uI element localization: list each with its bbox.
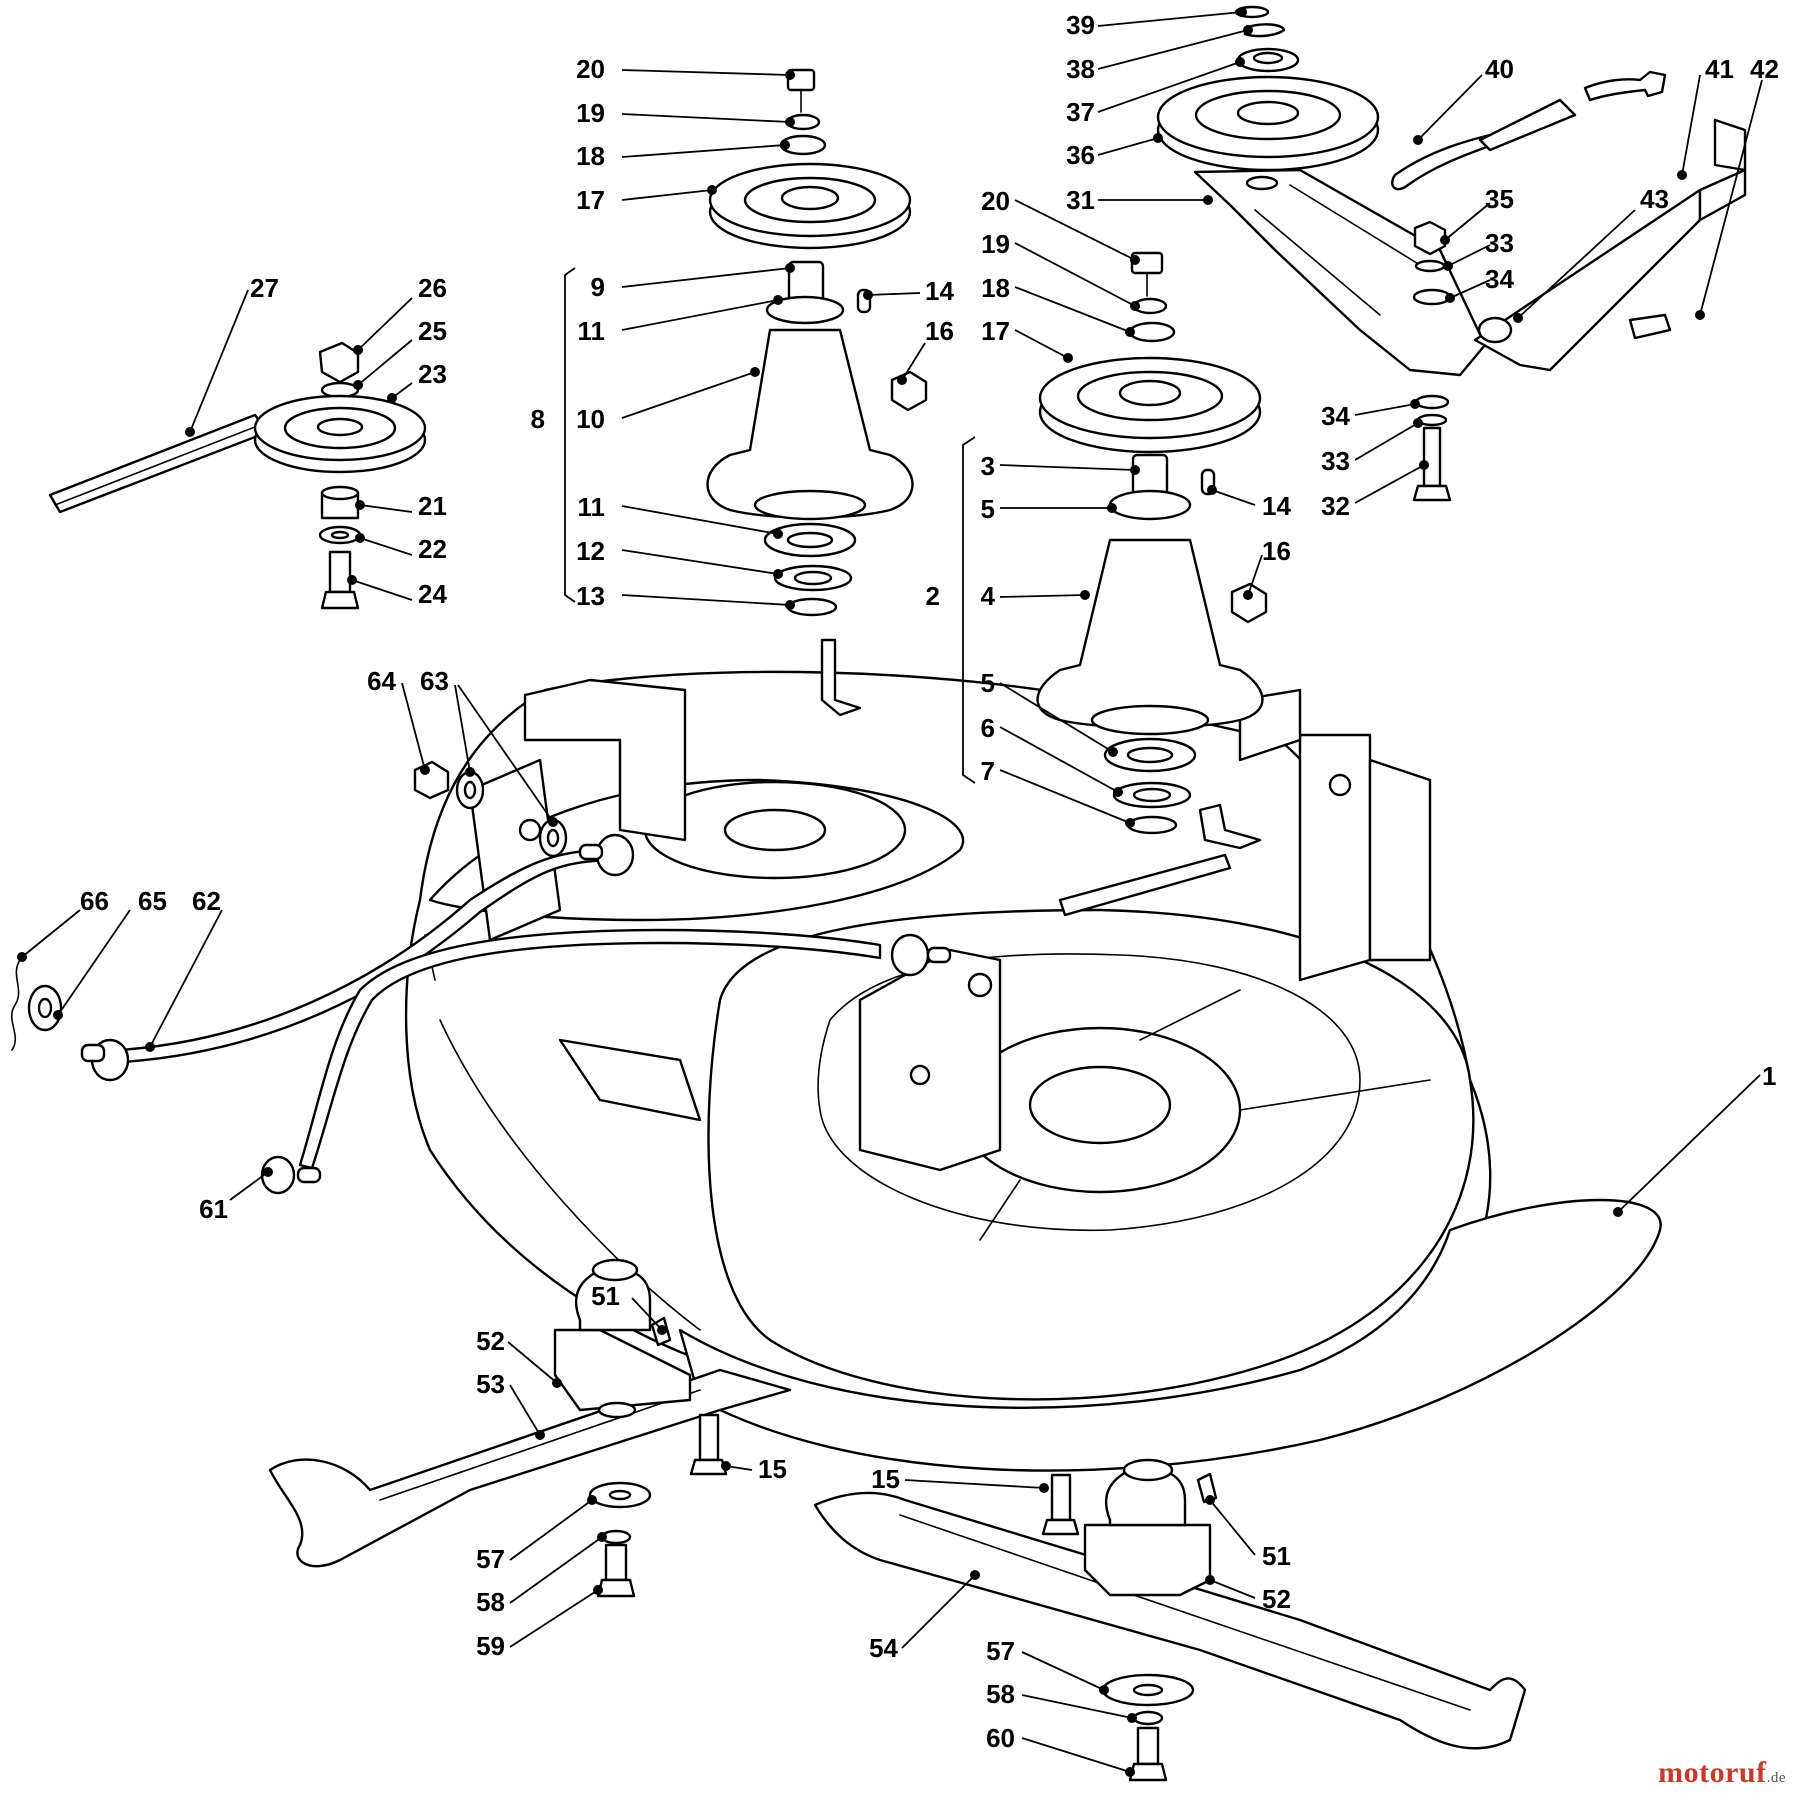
callout-4: 4 [981,581,996,611]
callout-20-right: 20 [981,186,1010,216]
callout-57-right: 57 [986,1636,1015,1666]
callout-42: 42 [1750,54,1779,84]
callout-17-left: 17 [576,185,605,215]
callout-16-right: 16 [1262,536,1291,566]
callout-57-left: 57 [476,1544,505,1574]
callout-6: 6 [981,713,995,743]
callout-26: 26 [418,273,447,303]
callout-12: 12 [576,536,605,566]
left-spindle-assembly [706,68,928,717]
callout-labels: 20 19 18 17 9 11 8 10 11 12 13 14 16 20 … [80,10,1779,1753]
callout-24: 24 [418,579,447,609]
callout-51-left: 51 [591,1281,620,1311]
callout-18-left: 18 [576,141,605,171]
callout-43: 43 [1640,184,1669,214]
callout-25: 25 [418,316,447,346]
callout-52-left: 52 [476,1326,505,1356]
callout-13: 13 [576,581,605,611]
callout-34-lower: 34 [1321,401,1350,431]
callout-1: 1 [1762,1061,1776,1091]
callout-11-upper: 11 [578,316,606,346]
callout-18-right: 18 [981,273,1010,303]
callout-40: 40 [1485,54,1514,84]
callout-58-right: 58 [986,1679,1015,1709]
callout-58-left: 58 [476,1587,505,1617]
callout-51-right: 51 [1262,1541,1291,1571]
watermark-brand: motoruf [1658,1756,1767,1789]
callout-62: 62 [192,886,221,916]
callout-32: 32 [1321,491,1350,521]
callout-39: 39 [1066,10,1095,40]
callout-15-left: 15 [758,1454,787,1484]
callout-5-upper: 5 [981,494,995,524]
callout-31: 31 [1066,185,1095,215]
callout-23: 23 [418,359,447,389]
callout-17-right: 17 [981,316,1010,346]
callout-66: 66 [80,886,109,916]
callout-59: 59 [476,1631,505,1661]
callout-19-left: 19 [576,98,605,128]
callout-22: 22 [418,534,447,564]
callout-11-lower: 11 [578,492,606,522]
right-idler-arm [1156,5,1747,502]
callout-65: 65 [138,886,167,916]
callout-27: 27 [250,273,279,303]
callout-37: 37 [1066,97,1095,127]
callout-35: 35 [1485,184,1514,214]
callout-16-left: 16 [925,316,954,346]
callout-64: 64 [367,666,396,696]
right-blade-assembly [813,1458,1527,1782]
callout-41: 41 [1705,54,1734,84]
callout-10: 10 [576,404,605,434]
watermark-logo: motoruf.de [1658,1756,1786,1790]
callout-61: 61 [199,1194,228,1224]
group-bracket-8 [564,267,576,603]
right-spindle-assembly [1036,251,1268,917]
left-idler-pulley [48,341,427,610]
callout-54: 54 [869,1633,898,1663]
callout-5-lower: 5 [981,668,995,698]
callout-7: 7 [981,756,995,786]
callout-38: 38 [1066,54,1095,84]
callout-53: 53 [476,1369,505,1399]
lift-rods [80,833,952,1195]
callout-52-right: 52 [1262,1584,1291,1614]
callout-8: 8 [531,404,545,434]
callout-15-right: 15 [871,1464,900,1494]
callout-14-right: 14 [1262,491,1291,521]
callout-21: 21 [418,491,447,521]
callout-20-left: 20 [576,54,605,84]
callout-34-upper: 34 [1485,264,1514,294]
left-blade-assembly [268,1258,792,1598]
callout-19-right: 19 [981,229,1010,259]
callout-9: 9 [591,272,605,302]
leader-lines [17,7,1763,1777]
callout-60: 60 [986,1723,1015,1753]
callout-3: 3 [981,451,995,481]
watermark-domain: .de [1766,1770,1786,1786]
callout-33-lower: 33 [1321,446,1350,476]
callout-33-upper: 33 [1485,228,1514,258]
callout-63: 63 [420,666,449,696]
lift-rod-hardware [10,760,568,1051]
callout-2: 2 [926,581,940,611]
callout-14-left: 14 [925,276,954,306]
callout-36: 36 [1066,140,1095,170]
group-bracket-2 [962,436,976,784]
